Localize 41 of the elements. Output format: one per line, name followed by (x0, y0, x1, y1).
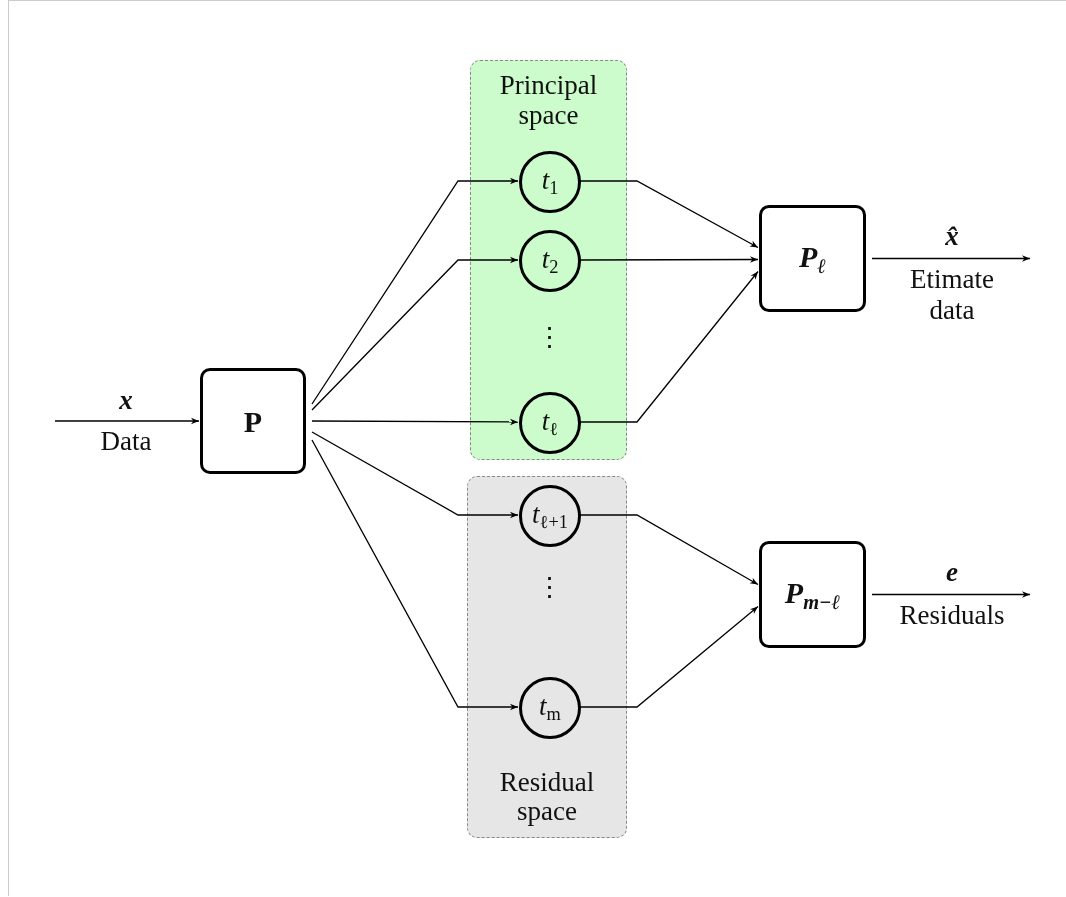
arrow (579, 514, 759, 586)
component-label: t$_{2}$ (541, 244, 559, 278)
arrow (311, 439, 519, 711)
component-circle (519, 485, 581, 547)
edge-caption: Etimate data (909, 264, 995, 327)
arrow (311, 418, 519, 426)
component-circle (519, 392, 581, 454)
residual-space-panel (467, 476, 627, 838)
matrix-label: P$_{m−ℓ}$ (784, 575, 841, 614)
edge-label: x (118, 385, 134, 417)
ellipsis-dots: ⋮ (534, 572, 564, 604)
edge-label: e (945, 557, 959, 589)
arrow (311, 256, 519, 411)
arrow (579, 605, 759, 708)
component-circle (519, 230, 581, 292)
principal-space-panel (470, 60, 627, 460)
edge-caption: Residuals (898, 600, 1006, 632)
arrow (311, 431, 519, 519)
component-label: t$_{m}$ (539, 691, 561, 725)
arrow (579, 256, 759, 263)
arrow (311, 177, 519, 405)
edge-caption: Data (99, 426, 153, 458)
component-label: t$_{1}$ (541, 165, 559, 199)
component-circle (519, 151, 581, 213)
matrix-block (200, 368, 306, 474)
ellipsis-dots: ⋮ (534, 322, 564, 354)
arrow (871, 255, 1031, 262)
matrix-block (759, 541, 866, 648)
matrix-label: P (243, 404, 263, 438)
matrix-label: P$_{ℓ}$ (798, 239, 826, 278)
arrow (54, 417, 200, 425)
matrix-block (759, 205, 866, 312)
component-label: t$_{ℓ+1}$ (532, 499, 568, 533)
edge-label: x̂ (944, 221, 960, 253)
arrow (871, 591, 1031, 598)
component-label: t$_{ℓ}$ (541, 406, 559, 440)
panel-title: Residual space (498, 767, 596, 829)
arrow (579, 180, 759, 249)
arrow (579, 270, 759, 423)
panel-title: Principal space (498, 69, 599, 131)
component-circle (519, 677, 581, 739)
